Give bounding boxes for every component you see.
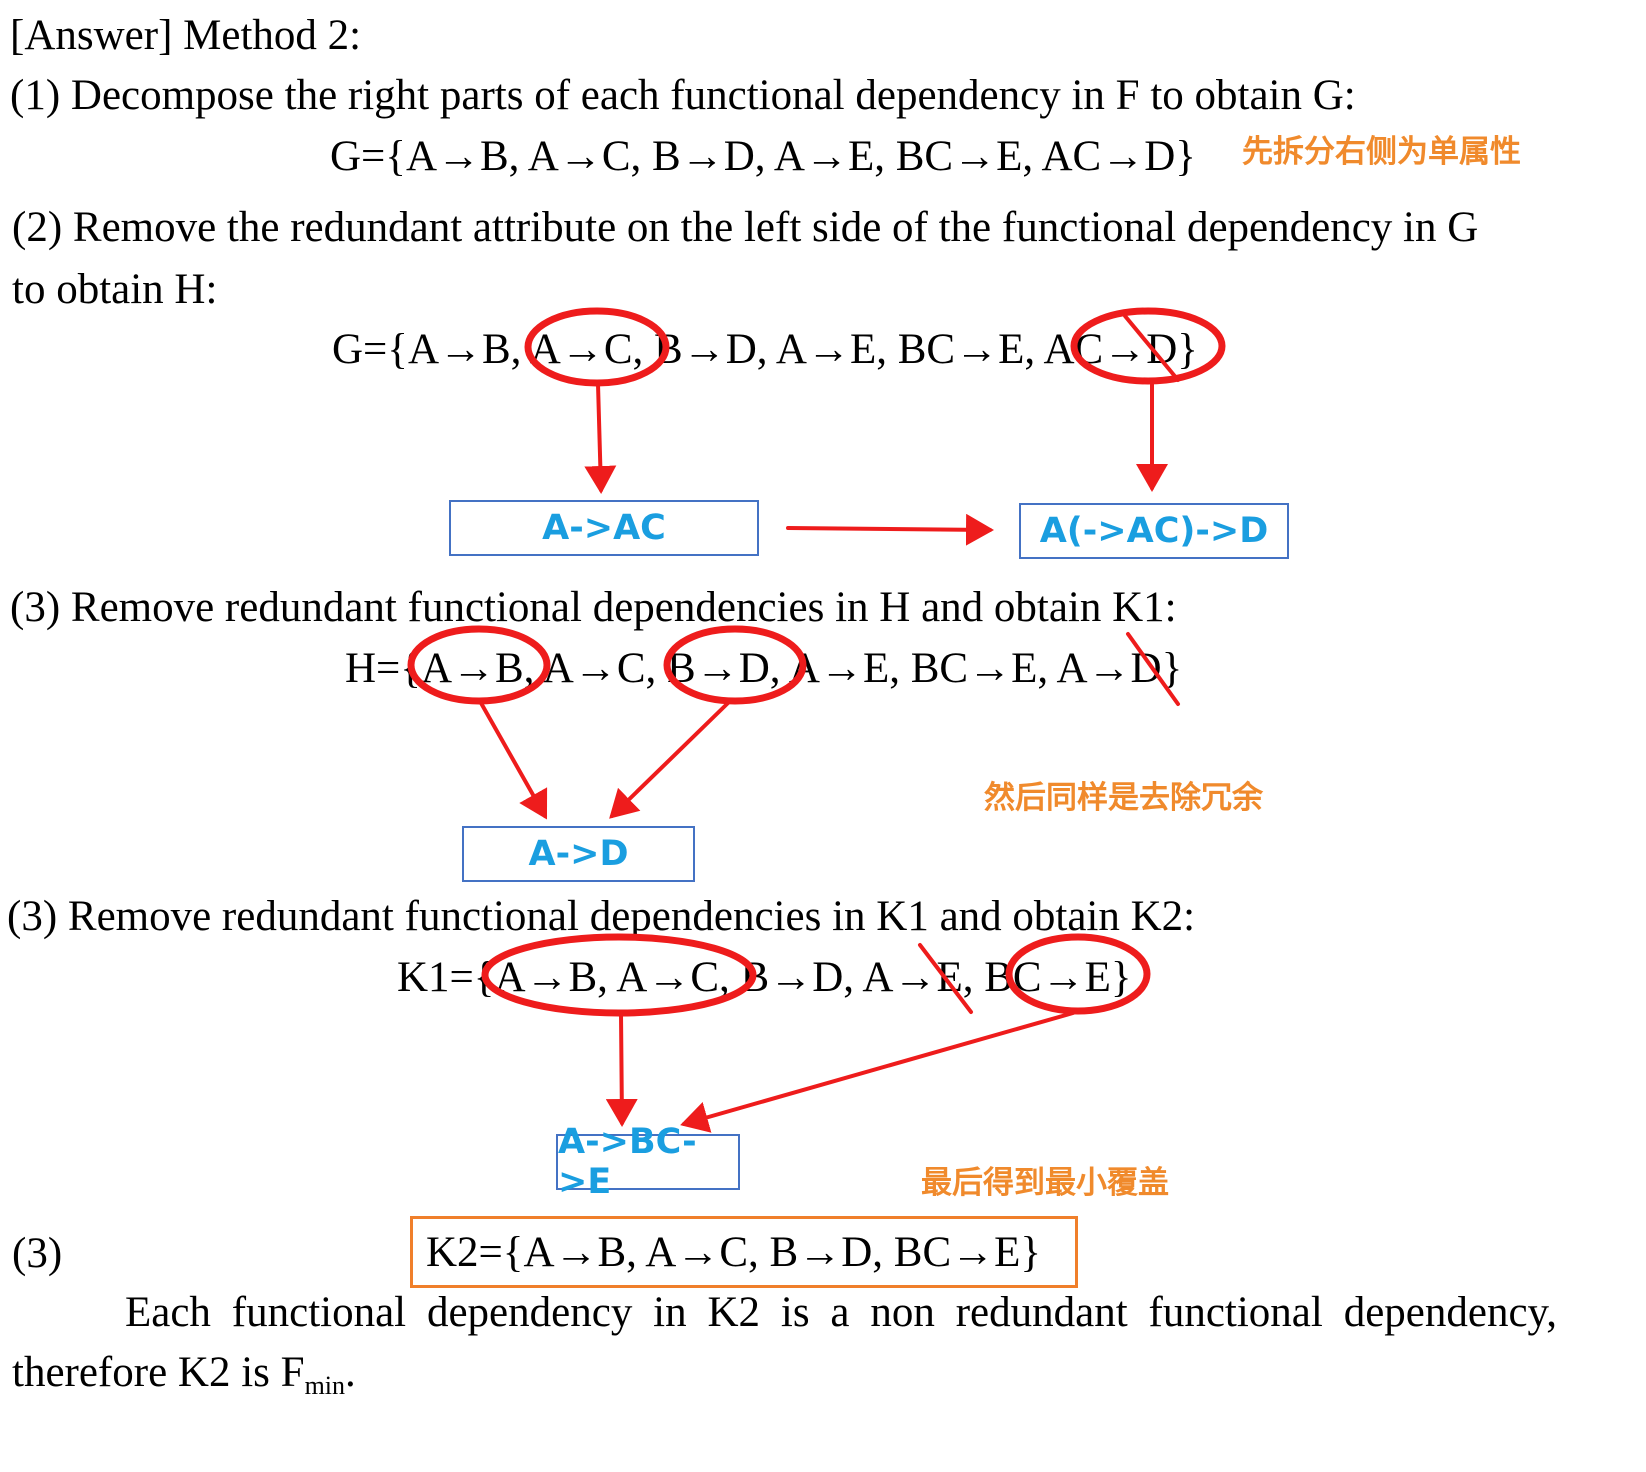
step2-box-left: A->AC xyxy=(449,500,759,556)
step3-box: A->D xyxy=(462,826,695,882)
step4-arrow-left xyxy=(605,1012,638,1127)
step2-text-line2: to obtain H: xyxy=(12,266,218,313)
step2-box-right: A(->AC)->D xyxy=(1019,503,1289,559)
step3-arrow-from-b-d xyxy=(609,701,730,819)
step2-formula: G={A→B, A→C, B→D, A→E, BC→E, AC→D} xyxy=(332,326,1198,373)
fmin-subscript: min xyxy=(304,1371,346,1400)
step5-label: (3) xyxy=(12,1230,63,1277)
result-box xyxy=(410,1216,1078,1288)
result-formula: K2={A→B, A→C, B→D, BC→E} xyxy=(426,1229,1042,1276)
step4-formula: K1={A→B, A→C, B→D, A→E, BC→E} xyxy=(397,954,1132,1001)
step3-arrow-from-a-b xyxy=(479,701,548,820)
step4-box: A->BC->E xyxy=(556,1122,740,1202)
answer-header: [Answer] Method 2: xyxy=(10,12,362,59)
step2-arrow-left xyxy=(584,382,617,494)
step3-formula: H={A→B, A→C, B→D, A→E, BC→E, A→D} xyxy=(345,645,1183,692)
conclusion-line2: therefore K2 is Fmin. xyxy=(12,1349,356,1400)
step3-note: 然后同样是去除冗余 xyxy=(984,780,1263,816)
step3-text: (3) Remove redundant functional dependen… xyxy=(10,584,1177,631)
step2-arrow-between-boxes xyxy=(786,513,994,546)
step4-text: (3) Remove redundant functional dependen… xyxy=(7,893,1196,940)
step4-note: 最后得到最小覆盖 xyxy=(921,1165,1169,1201)
step1-note: 先拆分右侧为单属性 xyxy=(1242,134,1521,170)
step4-arrow-right xyxy=(680,1011,1075,1133)
conclusion-line1: Each functional dependency in K2 is a no… xyxy=(125,1289,1557,1336)
step1-formula: G={A→B, A→C, B→D, A→E, BC→E, AC→D} xyxy=(330,133,1196,180)
step2-text-line1: (2) Remove the redundant attribute on th… xyxy=(12,204,1479,251)
step1-text: (1) Decompose the right parts of each fu… xyxy=(10,72,1356,119)
